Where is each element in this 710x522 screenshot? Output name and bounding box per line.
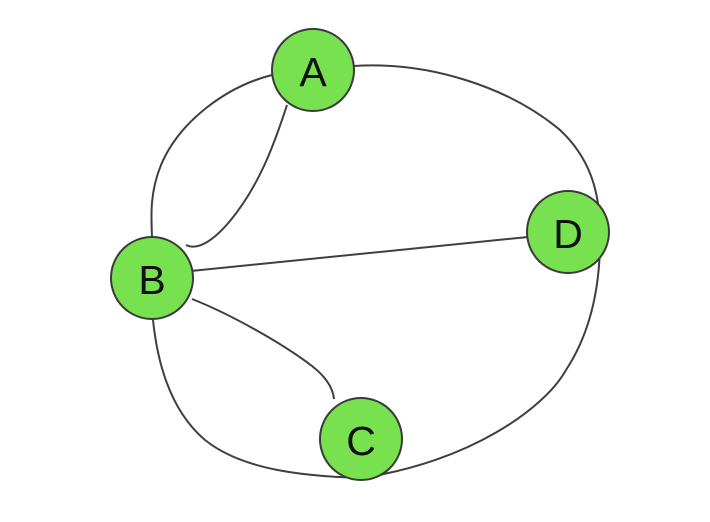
node-label-C: C: [346, 418, 376, 464]
edge-B-D-0: [190, 236, 529, 272]
node-A: A: [271, 28, 355, 112]
node-label-B: B: [138, 257, 165, 303]
node-circle-A: [271, 28, 355, 112]
edge-B-C-1: [152, 319, 362, 479]
node-circle-C: [319, 397, 403, 481]
edge-A-D-0: [353, 64, 601, 233]
node-C: C: [319, 397, 403, 481]
node-circle-B: [110, 236, 194, 320]
node-B: B: [110, 236, 194, 320]
node-label-A: A: [299, 49, 327, 95]
edge-C-D-0: [360, 231, 602, 479]
node-circle-D: [526, 190, 610, 274]
node-D: D: [526, 190, 610, 274]
edge-A-B-1: [185, 104, 288, 248]
edge-A-B-0: [150, 74, 273, 238]
edge-B-C-0: [191, 298, 335, 400]
node-label-D: D: [553, 211, 583, 257]
